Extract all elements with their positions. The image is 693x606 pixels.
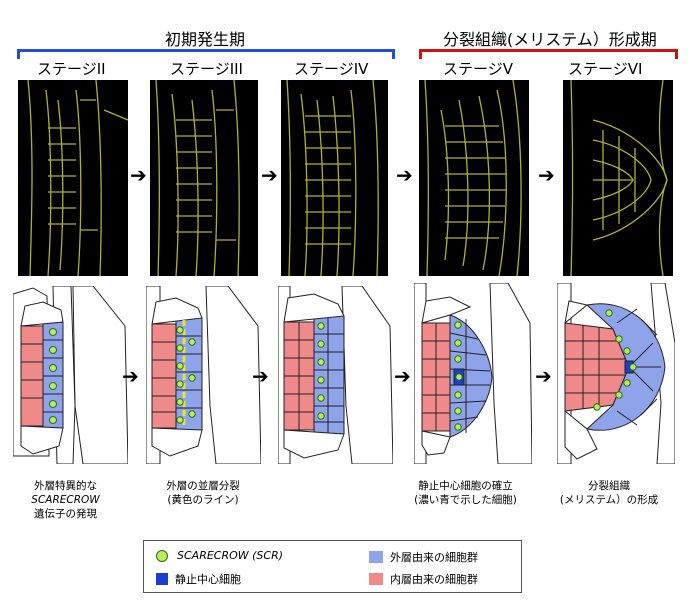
legend-label: SCARECROW (SCR) (177, 549, 284, 562)
outer-swatch-icon (369, 551, 383, 563)
stage-label-5: ステージV (443, 60, 513, 78)
legend-label: 内層由来の細胞群 (390, 573, 478, 586)
legend-item-qc: 静止中心細胞 (156, 571, 241, 587)
micrograph-stage-6 (563, 80, 673, 276)
caption-stage-6: 分裂組織 (メリステム）の形成 (550, 479, 668, 507)
micrograph-stage-5 (419, 80, 529, 276)
right-arrow-icon: ➔ (538, 163, 555, 187)
caption-line: (濃い青で示した細胞) (414, 494, 517, 506)
micrograph-stage-2 (18, 80, 128, 276)
cell-diagram-stage-2 (13, 286, 128, 464)
micrograph-stage-3 (150, 80, 258, 276)
caption-stage-2: 外層特異的な SCARECROW 遺伝子の発現 (8, 479, 123, 521)
caption-stage-3: 外層の並層分裂 (黄色のライン) (138, 479, 268, 507)
caption-line: (黄色のライン) (167, 494, 239, 506)
early-phase-bracket (17, 49, 395, 59)
caption-line: 外層特異的な (34, 480, 97, 492)
scr-dot-icon (156, 549, 168, 562)
right-arrow-icon: ➔ (252, 364, 269, 388)
legend: SCARECROW (SCR) 外層由来の細胞群 静止中心細胞 内層由来の細胞群 (143, 540, 522, 593)
legend-label: 外層由来の細胞群 (390, 551, 478, 564)
right-arrow-icon: ➔ (261, 163, 278, 187)
caption-line: 静止中心細胞の確立 (418, 480, 513, 492)
right-arrow-icon: ➔ (130, 163, 147, 187)
caption-line: SCARECROW (31, 494, 100, 506)
phase-meristem-label: 分裂組織(メリステム）形成期 (443, 30, 657, 49)
phase-early-label: 初期発生期 (165, 30, 246, 49)
micrograph-stage-4 (281, 80, 388, 276)
right-arrow-icon: ➔ (396, 163, 413, 187)
right-arrow-icon: ➔ (122, 364, 139, 388)
stage-label-2: ステージII (37, 60, 106, 78)
stage-label-6: ステージVI (568, 60, 643, 78)
inner-swatch-icon (369, 573, 383, 585)
legend-item-inner: 内層由来の細胞群 (369, 571, 478, 587)
stage-label-3: ステージIII (170, 60, 243, 78)
caption-line: 遺伝子の発現 (34, 508, 97, 520)
cell-diagram-stage-6 (557, 283, 675, 464)
qc-swatch-icon (156, 573, 168, 585)
caption-stage-5: 静止中心細胞の確立 (濃い青で示した細胞) (398, 479, 533, 507)
right-arrow-icon: ➔ (535, 364, 552, 388)
stage-label-4: ステージIV (294, 60, 369, 78)
caption-line: (メリステム）の形成 (559, 494, 659, 506)
cell-diagram-stage-5 (414, 283, 532, 464)
cell-diagram-stage-3 (146, 286, 261, 464)
cell-diagram-stage-4 (278, 286, 393, 464)
caption-line: 外層の並層分裂 (166, 480, 240, 492)
caption-line: 分裂組織 (588, 480, 630, 492)
legend-item-scr: SCARECROW (SCR) (156, 549, 283, 562)
right-arrow-icon: ➔ (394, 364, 411, 388)
legend-label: 静止中心細胞 (175, 573, 241, 586)
meristem-phase-bracket (419, 49, 678, 59)
legend-item-outer: 外層由来の細胞群 (369, 549, 478, 565)
